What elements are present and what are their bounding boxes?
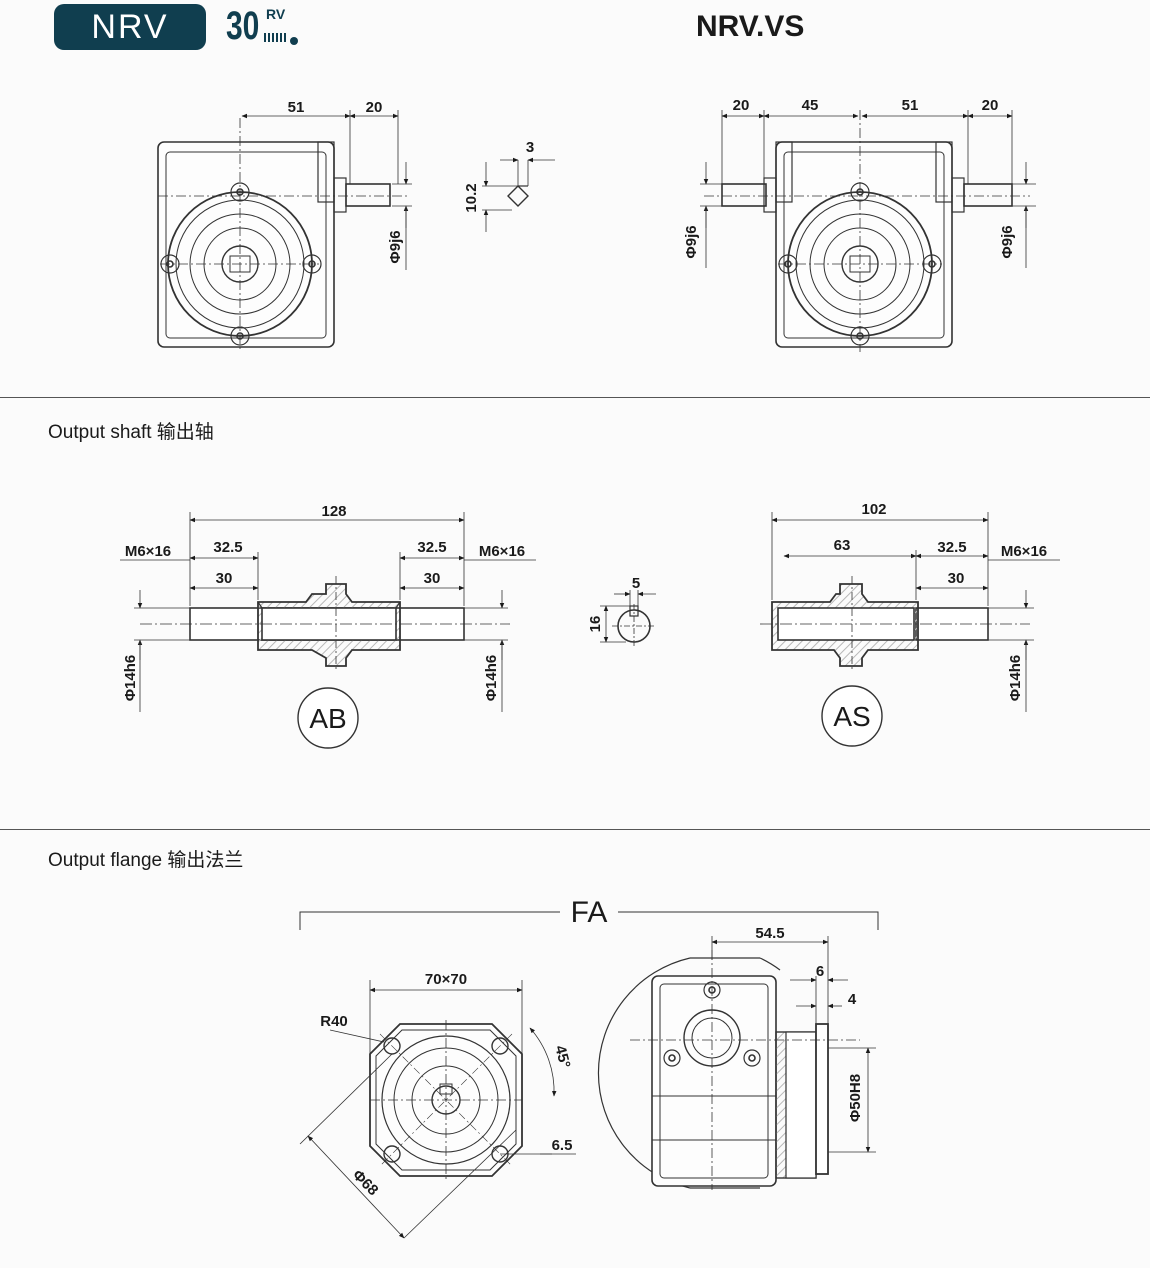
- dim-51-label: 51: [288, 99, 305, 116]
- section-title-output-flange: Output flange 输出法兰: [48, 850, 244, 871]
- fa-flange-thk-label: 6: [816, 963, 824, 980]
- vs-shaft-dia-right-label: Φ9j6: [999, 225, 1016, 258]
- fa-hole-label: 6.5: [552, 1137, 573, 1154]
- fa-spigot-dia-label: Φ50H8: [847, 1074, 864, 1122]
- fa-radius-label: R40: [320, 1013, 348, 1030]
- view-as-shaft: [760, 512, 1060, 747]
- ab-inner-right-label: 30: [424, 570, 441, 587]
- vs-dim-20a-label: 20: [733, 97, 750, 114]
- fa-length-label: 54.5: [755, 925, 784, 942]
- series-badge: NRV: [54, 4, 206, 50]
- as-type-label: AS: [833, 701, 870, 732]
- as-seg-32-5-label: 32.5: [937, 539, 966, 556]
- ab-total-label: 128: [321, 503, 346, 520]
- key-height-label: 10.2: [463, 183, 480, 212]
- view-fa-flange-side: [597, 936, 876, 1190]
- brand-logo-icon: [264, 33, 288, 42]
- series-label: NRV: [91, 7, 169, 46]
- as-inner-30-label: 30: [948, 570, 965, 587]
- fa-square-label: 70×70: [425, 971, 467, 988]
- dim-20-label: 20: [366, 99, 383, 116]
- fa-label: FA: [571, 896, 608, 929]
- vs-dim-20b-label: 20: [982, 97, 999, 114]
- ab-dia-left-label: Φ14h6: [122, 655, 139, 702]
- ab-seg-left-label: 32.5: [213, 539, 242, 556]
- vs-shaft-dia-left-label: Φ9j6: [683, 225, 700, 258]
- fa-spigot-label: 4: [848, 991, 857, 1008]
- vs-dim-51-label: 51: [902, 97, 919, 114]
- view-fa-flange-front: [299, 980, 576, 1239]
- view-ab-shaft: [120, 512, 536, 749]
- ab-thread-right-label: M6×16: [479, 543, 525, 560]
- section-divider-2: [0, 829, 1150, 830]
- section-title-output-shaft: Output shaft 输出轴: [48, 422, 214, 443]
- ab-inner-left-label: 30: [216, 570, 233, 587]
- fa-angle-label: 45°: [551, 1044, 573, 1070]
- ab-seg-right-label: 32.5: [417, 539, 446, 556]
- key-width-label: 3: [526, 139, 534, 156]
- view-nrv-single-shaft: [157, 110, 555, 352]
- ab-thread-left-label: M6×16: [125, 543, 171, 560]
- fa-bracket: [299, 911, 879, 930]
- fa-pcd-label: Φ68: [349, 1167, 382, 1200]
- key-section-width-label: 5: [632, 575, 640, 592]
- view-nrv-vs-double-shaft: [700, 110, 1036, 352]
- variant-title: NRV.VS: [696, 10, 805, 43]
- as-total-label: 102: [861, 501, 886, 518]
- ab-dia-right-label: Φ14h6: [483, 655, 500, 702]
- view-key-section: [600, 590, 656, 648]
- section-divider-1: [0, 397, 1150, 398]
- as-thread-label: M6×16: [1001, 543, 1047, 560]
- ab-type-label: AB: [309, 703, 346, 734]
- size-number: 30: [226, 4, 260, 48]
- vs-dim-45-label: 45: [802, 97, 819, 114]
- shaft-dia-label: Φ9j6: [387, 230, 404, 263]
- size-superscript: RV: [266, 6, 286, 22]
- as-seg-63-label: 63: [834, 537, 851, 554]
- as-dia-label: Φ14h6: [1007, 655, 1024, 702]
- key-section-height-label: 16: [587, 616, 604, 633]
- brand-dot-icon: [290, 37, 298, 45]
